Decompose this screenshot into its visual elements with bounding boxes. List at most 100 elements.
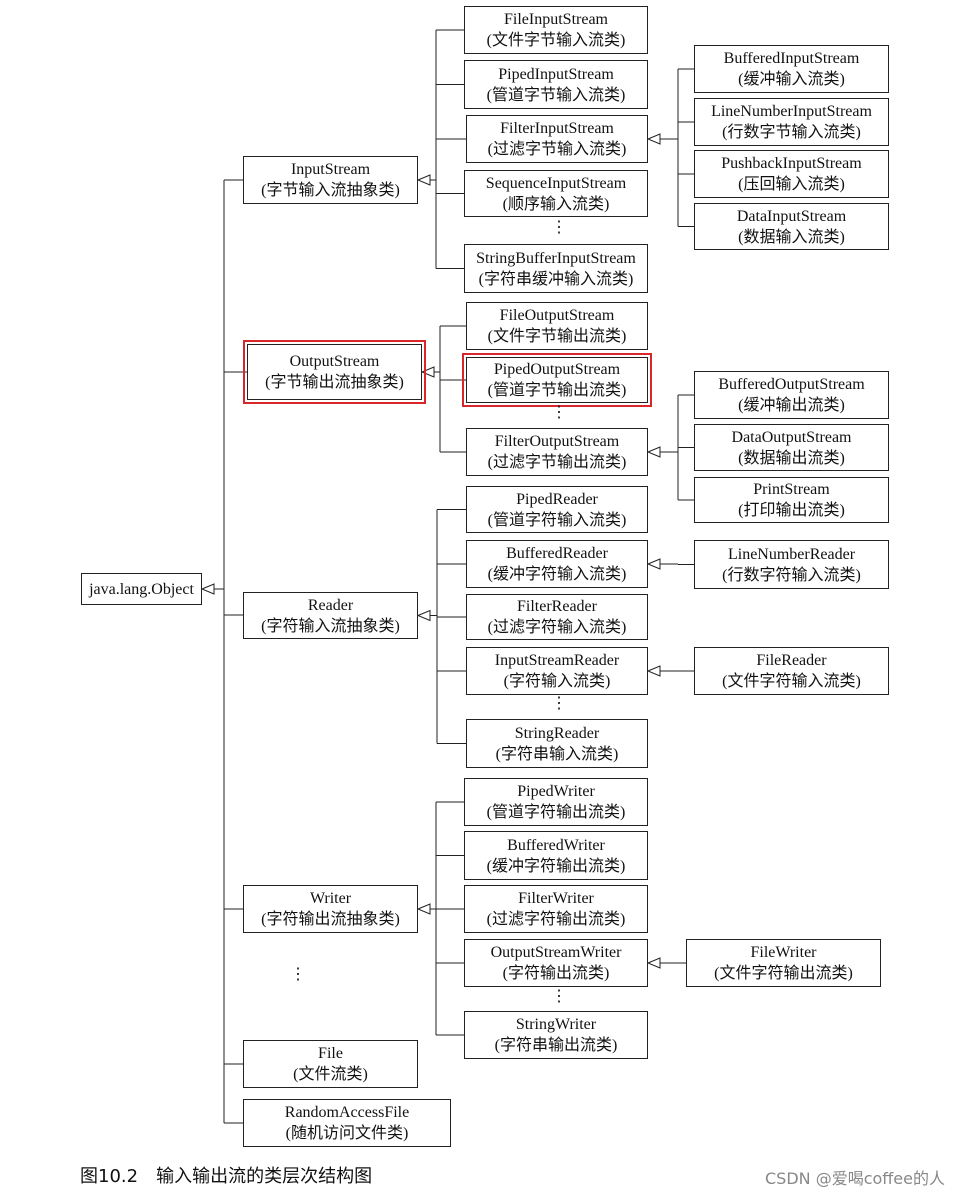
- class-name: BufferedReader: [506, 545, 608, 562]
- class-description: (数据输入流类): [738, 228, 845, 246]
- class-name: OutputStream: [289, 353, 380, 370]
- class-box-pipedreader: PipedReader(管道字符输入流类): [466, 486, 648, 533]
- class-name: FileInputStream: [504, 11, 608, 28]
- class-name: PrintStream: [753, 481, 830, 498]
- class-name: FilterInputStream: [500, 120, 614, 137]
- watermark: CSDN @爱喝coffee的人: [764, 1169, 945, 1188]
- class-description: (顺序输入流类): [502, 195, 610, 213]
- class-name: BufferedOutputStream: [718, 376, 865, 393]
- class-description: (管道字节输入流类): [486, 86, 626, 104]
- class-box-printstream: PrintStream (打印输出流类): [694, 477, 889, 523]
- class-name: StringWriter: [515, 1016, 597, 1033]
- class-name: LineNumberReader: [727, 545, 856, 563]
- class-description: (过滤字节输出流类): [487, 454, 627, 471]
- class-name: FilterOutputStream: [494, 433, 620, 450]
- class-description: (文件字符输出流类): [714, 965, 853, 982]
- class-box-inputstream: InputStream (字节输入流抽象类): [243, 156, 418, 204]
- class-name: FilterWriter: [518, 890, 594, 907]
- class-box-filewriter: FileWriter(文件字符输出流类): [686, 939, 881, 987]
- class-name: Reader: [307, 596, 354, 614]
- class-box-pipedoutputstream: PipedOutputStream (管道字节输出流类): [462, 353, 652, 407]
- class-description: (字符串输入流类): [495, 745, 619, 763]
- class-description: (文件流类): [293, 1066, 368, 1083]
- class-box-stringwriter: StringWriter (字符串输出流类): [464, 1011, 648, 1059]
- class-description: (字节输出流抽象类): [265, 374, 404, 391]
- class-description: (过滤字符输出流类): [486, 911, 626, 928]
- class-name: InputStream: [290, 161, 371, 178]
- class-name: FileReader: [756, 652, 827, 669]
- class-description: (字符串输出流类): [494, 1037, 618, 1054]
- class-box-filterinputstream: FilterInputStream (过滤字节输入流类): [466, 115, 648, 163]
- class-description: (文件字节输出流类): [487, 328, 627, 345]
- inheritance-arrowhead: [646, 665, 661, 677]
- class-description: (行数字节输入流类): [722, 124, 861, 141]
- class-box-randomaccessfile: RandomAccessFile (随机访问文件类): [243, 1099, 451, 1147]
- class-name: Writer: [309, 890, 352, 907]
- class-box-pushbackinputstream: PushbackInputStream (压回输入流类): [694, 150, 889, 198]
- class-name: OutputStreamWriter: [490, 944, 622, 961]
- class-description: (缓冲字符输入流类): [487, 566, 627, 583]
- inheritance-arrowhead: [646, 446, 661, 458]
- class-description: (文件字节输入流类): [486, 32, 626, 49]
- class-name: LineNumberInputStream: [711, 103, 872, 120]
- class-name: PushbackInputStream: [721, 155, 862, 172]
- class-box-fileinputstream: FileInputStream (文件字节输入流类): [464, 6, 648, 54]
- class-name: DataInputStream: [736, 207, 847, 225]
- class-box-linenumberinputstream: LineNumberInputStream (行数字节输入流类): [694, 98, 889, 146]
- class-name: java.lang.Object: [89, 580, 194, 598]
- class-description: (打印输出流类): [738, 502, 845, 519]
- class-description: (行数字符输入流类): [722, 566, 861, 584]
- class-box-stringbufferinputstream: StringBufferInputStream (字符串缓冲输入流类): [464, 244, 648, 293]
- inheritance-arrowhead: [416, 174, 431, 186]
- class-description: (数据输出流类): [738, 449, 845, 467]
- class-box-sequenceinputstream: SequenceInputStream (顺序输入流类): [464, 170, 648, 217]
- inheritance-arrowhead: [416, 609, 431, 622]
- class-box-outputstreamwriter: OutputStreamWriter (字符输出流类): [464, 939, 648, 987]
- class-box-bufferedreader: BufferedReader (缓冲字符输入流类): [466, 540, 648, 588]
- inheritance-arrowhead: [200, 583, 215, 595]
- ellipsis-marker: ⋮: [551, 695, 567, 712]
- class-box-file: File (文件流类): [243, 1040, 418, 1088]
- class-name: FilterReader: [517, 598, 597, 615]
- class-description: (字符串缓冲输入流类): [478, 270, 634, 288]
- class-name: PipedWriter: [517, 783, 595, 800]
- class-name: PipedOutputStream: [493, 361, 621, 378]
- class-name: DataOutputStream: [731, 428, 852, 446]
- inheritance-connectors: [200, 29, 694, 1124]
- class-description: (压回输入流类): [738, 176, 845, 193]
- class-name: SequenceInputStream: [485, 174, 627, 192]
- class-box-pipedinputstream: PipedInputStream (管道字节输入流类): [464, 60, 648, 109]
- class-description: (管道字符输入流类): [487, 511, 627, 529]
- class-box-reader: Reader (字符输入流抽象类): [243, 592, 418, 639]
- class-box-filereader: FileReader (文件字符输入流类): [694, 647, 889, 695]
- class-name: InputStreamReader: [494, 652, 620, 669]
- class-box-fileoutputstream: FileOutputStream (文件字节输出流类): [466, 302, 648, 350]
- class-box-bufferedinputstream: BufferedInputStream (缓冲输入流类): [694, 45, 889, 93]
- inheritance-arrowhead: [416, 903, 431, 915]
- class-description: (字符输出流类): [502, 965, 610, 982]
- class-box-writer: Writer (字符输出流抽象类): [243, 885, 418, 933]
- ellipsis-marker: ⋮: [551, 404, 567, 421]
- class-box-filterwriter: FilterWriter (过滤字符输出流类): [464, 885, 648, 933]
- class-description: (过滤字节输入流类): [487, 141, 627, 158]
- figure-title: 输入输出流的类层次结构图: [156, 1166, 373, 1187]
- class-name: PipedInputStream: [498, 65, 614, 83]
- class-description: (随机访问文件类): [285, 1125, 409, 1142]
- ellipsis-marker: ⋮: [551, 988, 567, 1005]
- class-name: BufferedWriter: [507, 836, 605, 854]
- class-description: (字符输入流抽象类): [261, 617, 400, 635]
- class-description: (管道字节输出流类): [487, 382, 627, 399]
- class-description: (字节输入流抽象类): [261, 182, 400, 199]
- class-name: StringBufferInputStream: [476, 249, 636, 267]
- class-description: (字符输出流抽象类): [261, 911, 400, 928]
- class-description: (缓冲输入流类): [738, 71, 845, 88]
- class-name: RandomAccessFile: [284, 1104, 410, 1121]
- class-box-dataoutputstream: DataOutputStream (数据输出流类): [694, 424, 889, 471]
- class-box-object: java.lang.Object: [81, 573, 202, 605]
- class-box-filterreader: FilterReader(过滤字符输入流类): [466, 594, 648, 640]
- class-description: (文件字符输入流类): [722, 673, 861, 690]
- class-name: FileOutputStream: [499, 307, 615, 324]
- class-name: BufferedInputStream: [723, 50, 860, 67]
- class-name: File: [318, 1045, 343, 1062]
